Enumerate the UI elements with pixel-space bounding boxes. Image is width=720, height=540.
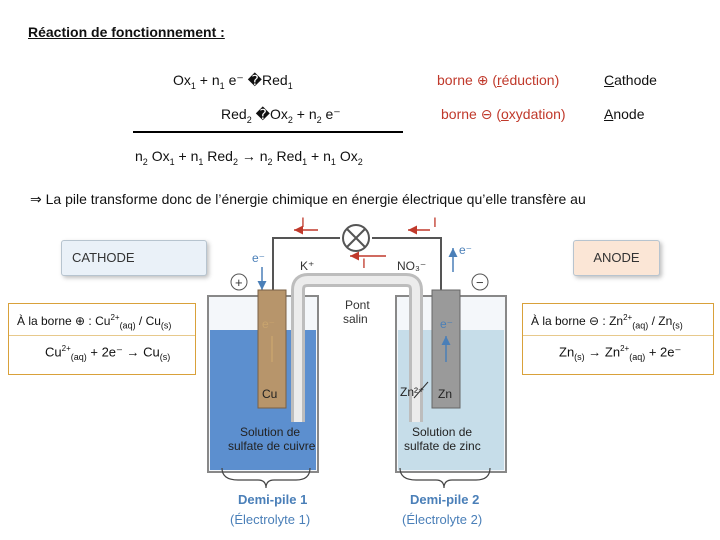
right-solution-label-2: sulfate de zinc [404,439,481,453]
lamp-icon [342,224,370,252]
negative-terminal-icon: − [476,275,484,290]
equation-divider [133,131,403,133]
half-equation-oxidation: Red2 �Ox2 + n2 e⁻ [221,106,341,125]
left-brace [221,467,311,489]
half-cell-2-title: Demi-pile 2 [410,492,479,507]
nitrate-ion-label: NO₃⁻ [397,259,426,273]
current-label-center: I [362,255,366,271]
cathode-word: Cathode [604,72,657,88]
electron-label-left: e⁻ [252,251,265,265]
potassium-ion-label: K⁺ [300,259,314,273]
salt-bridge-label-1: Pont [345,298,370,312]
cathode-label: CATHODE [61,240,207,276]
borne-positive-label: borne ⊕ (réduction) [437,72,560,88]
half-equation-reduction: Ox1 + n1 e⁻ �Red1 [173,72,293,91]
current-label-right: I [433,214,437,230]
cathode-reaction-box: À la borne ⊕ : Cu2+(aq) / Cu(s) Cu2+(aq)… [8,303,196,375]
zinc-label: Zn [438,387,452,401]
anode-reaction-box: À la borne ⊖ : Zn2+(aq) / Zn(s) Zn(s) → … [522,303,714,375]
cathode-couple: À la borne ⊕ : Cu2+(aq) / Cu(s) [17,313,172,331]
positive-terminal-icon: + [235,275,243,290]
arrow-icon: → [241,148,256,164]
anode-word: Anode [604,106,645,122]
anode-label: ANODE [573,240,660,276]
page-title: Réaction de fonctionnement : [28,24,225,40]
half-cell-1-title: Demi-pile 1 [238,492,307,507]
cathode-half-equation: Cu2+(aq) + 2e⁻ → Cu(s) [45,344,171,362]
left-solution-label-1: Solution de [240,425,300,439]
left-solution-label-2: sulfate de cuivre [228,439,316,453]
right-solution-label-1: Solution de [412,425,472,439]
borne-negative-label: borne ⊖ (oxydation) [441,106,566,122]
right-brace [399,467,491,489]
zinc-ion-label: Zn²⁺ [400,385,424,399]
global-equation: n2 Ox1 + n1 Red2 → n2 Red1 + n1 Ox2 [135,148,363,167]
electron-label-right: e⁻ [459,243,472,257]
galvanic-cell-diagram: I I I e⁻ e⁻ + − K⁺ NO₃⁻ Pont salin Cu Zn… [207,214,507,527]
anode-couple: À la borne ⊖ : Zn2+(aq) / Zn(s) [531,313,683,331]
conclusion-statement: ⇒ La pile transforme donc de l’énergie c… [30,191,586,207]
electron-label-zn: e⁻ [440,317,453,331]
current-label-left: I [301,214,305,230]
salt-bridge-label-2: salin [343,312,368,326]
copper-label: Cu [262,387,277,401]
anode-half-equation: Zn(s) → Zn2+(aq) + 2e⁻ [559,344,682,362]
half-cell-1-subtitle: (Électrolyte 1) [230,512,310,527]
electron-label-cu: e⁻ [262,317,275,331]
half-cell-2-subtitle: (Électrolyte 2) [402,512,482,527]
